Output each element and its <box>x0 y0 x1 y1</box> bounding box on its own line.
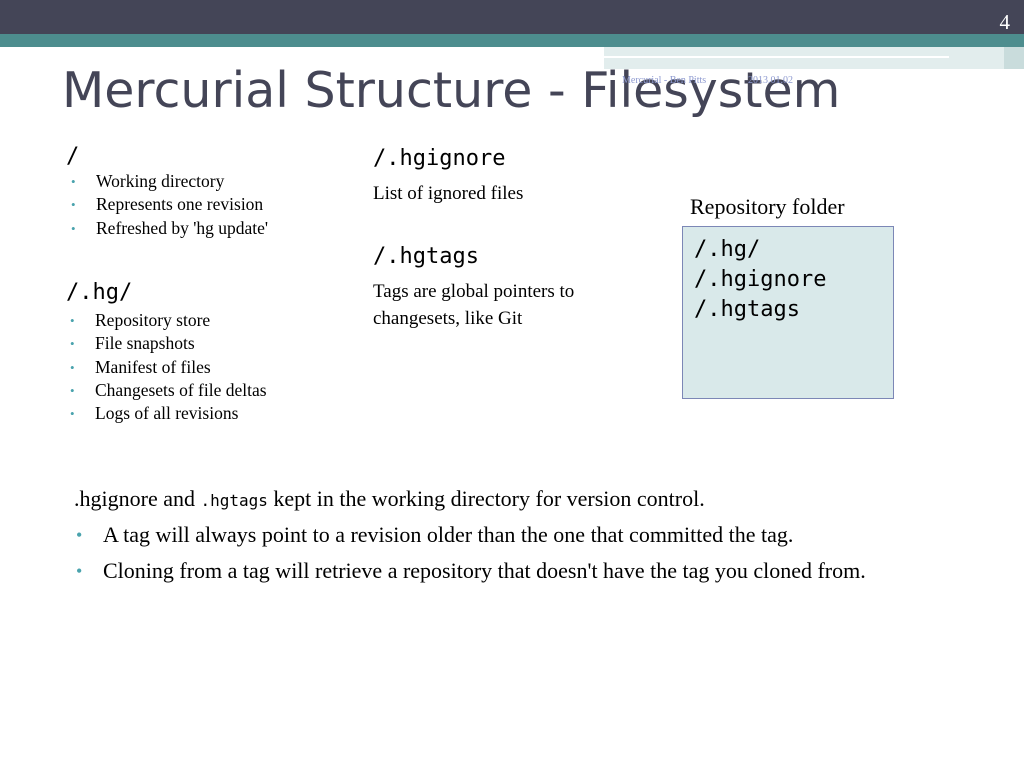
list-item: A tag will always point to a revision ol… <box>74 520 914 550</box>
repository-folder-label: Repository folder <box>690 194 845 219</box>
hgtags-description-line: changesets, like Git <box>373 308 523 329</box>
list-item: Repository store <box>65 309 267 333</box>
notes-lead-pre: .hgignore and <box>74 486 201 511</box>
repository-entry: /.hg/ <box>694 237 761 262</box>
slide-title: Mercurial Structure - Filesystem <box>62 62 841 119</box>
hg-heading: /.hg/ <box>66 280 133 305</box>
notes-bullet-list: A tag will always point to a revision ol… <box>74 520 914 592</box>
header-band-teal <box>0 34 1024 47</box>
repository-entry: /.hgignore <box>694 267 827 292</box>
hgtags-description: Tags are global pointers to changesets, … <box>373 278 574 332</box>
hgignore-heading: /.hgignore <box>373 146 506 171</box>
repository-folder-box: /.hg/ /.hgignore /.hgtags <box>682 226 894 399</box>
notes-lead-code: .hgtags <box>200 491 268 510</box>
footer-author: Mercurial - Ben Pitts <box>622 75 707 86</box>
root-heading: / <box>66 144 80 169</box>
header-band-line <box>604 56 949 58</box>
slide-number: 4 <box>999 10 1011 34</box>
header-band-dark <box>0 0 1024 34</box>
header-band-edge <box>1004 47 1024 69</box>
list-item: Working directory <box>66 170 268 194</box>
list-item: Logs of all revisions <box>65 402 267 426</box>
list-item: Manifest of files <box>65 356 267 380</box>
footer-date: 2013.01.02 <box>748 75 793 86</box>
notes-lead: .hgignore and .hgtags kept in the workin… <box>74 486 705 512</box>
list-item: Represents one revision <box>66 193 268 217</box>
list-item: Refreshed by 'hg update' <box>66 217 268 241</box>
list-item: Changesets of file deltas <box>65 379 267 403</box>
hgtags-heading: /.hgtags <box>373 244 479 269</box>
header-band-light <box>604 47 1024 69</box>
hg-bullet-list: Repository store File snapshots Manifest… <box>65 309 267 426</box>
repository-entry: /.hgtags <box>694 297 800 322</box>
list-item: Cloning from a tag will retrieve a repos… <box>74 556 914 586</box>
hgignore-description: List of ignored files <box>373 183 524 204</box>
list-item: File snapshots <box>65 332 267 356</box>
root-bullet-list: Working directory Represents one revisio… <box>66 170 268 240</box>
hgtags-description-line: Tags are global pointers to <box>373 281 575 302</box>
notes-lead-post: kept in the working directory for versio… <box>267 486 705 511</box>
